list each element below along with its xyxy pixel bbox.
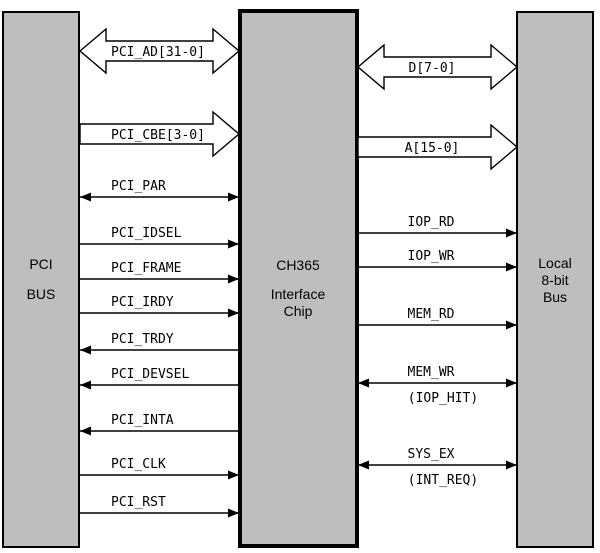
signal-pci-trdy-arrowhead-left [80,345,91,355]
signal-pci-idsel-arrowhead-right [228,239,239,249]
bus-pci-ad-31-0-arrow [78,27,241,75]
local-bus-block [516,11,594,548]
connection-layer: PCI_AD[31-0] PCI_CBE[3-0] PCI_PAR PCI_IDSEL… [78,27,519,518]
signal-iop-rd-label: IOP_RD [408,215,455,230]
signal-pci-rst-arrowhead-right [228,508,239,518]
signal-mem-rd-label: MEM_RD [408,307,455,322]
signal-mem-wr-label: MEM_WR [408,365,455,380]
signal-sys-ex-arrowhead-left [358,460,369,470]
signal-mem-rd-arrowhead-right [506,320,517,330]
signal-sys-ex-label: SYS_EX [408,447,455,462]
ch365-label-line2: Interface [271,286,326,302]
bus-a-15-0-label: A[15-0] [405,141,460,156]
signal-pci-inta-label: PCI_INTA [111,413,174,428]
bus-d-7-0-label: D[7-0] [409,61,456,76]
local-bus-label-line3: Bus [543,289,567,305]
bus-pci-ad-31-0-label: PCI_AD[31-0] [111,45,205,60]
signal-pci-frame-arrowhead-right [228,274,239,284]
signal-pci-devsel-label: PCI_DEVSEL [111,367,189,382]
bus-pci-cbe-3-0-arrow [79,110,241,158]
ch365-label-line1: CH365 [276,257,320,273]
bus-a-15-0-arrow [357,123,519,171]
signal-pci-idsel-label: PCI_IDSEL [111,226,182,241]
signal-pci-par-arrowhead-right [228,192,239,202]
signal-pci-par-arrowhead-left [80,192,91,202]
signal-pci-clk-arrowhead-right [228,470,239,480]
signal-pci-par-label: PCI_PAR [111,179,166,194]
signal-pci-irdy-arrowhead-right [228,308,239,318]
pci-bus-label-line1: PCI [29,256,52,272]
bus-pci-cbe-3-0-label: PCI_CBE[3-0] [111,128,205,143]
pci-bus-label-line2: BUS [27,286,56,302]
signal-sys-ex-sublabel: (INT_REQ) [408,473,478,488]
local-bus-label-line1: Local [538,255,571,271]
signal-mem-wr-arrowhead-left [358,378,369,388]
signal-sys-ex-arrowhead-right [506,460,517,470]
signal-pci-devsel-arrowhead-left [80,380,91,390]
local-bus-label-line2: 8-bit [541,272,568,288]
ch365-label-line3: Chip [284,303,313,319]
signal-mem-wr-arrowhead-right [506,378,517,388]
bus-d-7-0-arrow [356,43,519,91]
signal-iop-rd-arrowhead-right [506,228,517,238]
signal-pci-frame-label: PCI_FRAME [111,261,181,276]
signal-pci-clk-label: PCI_CLK [111,457,166,472]
signal-pci-irdy-label: PCI_IRDY [111,295,174,310]
signal-iop-wr-arrowhead-right [506,262,517,272]
signal-pci-rst-label: PCI_RST [111,495,166,510]
ch365-chip-block [238,9,359,548]
signal-pci-trdy-label: PCI_TRDY [111,332,174,347]
pci-bus-block [2,11,80,548]
signal-pci-inta-arrowhead-left [80,426,91,436]
signal-mem-wr-sublabel: (IOP_HIT) [408,391,478,406]
signal-iop-wr-label: IOP_WR [408,249,455,264]
